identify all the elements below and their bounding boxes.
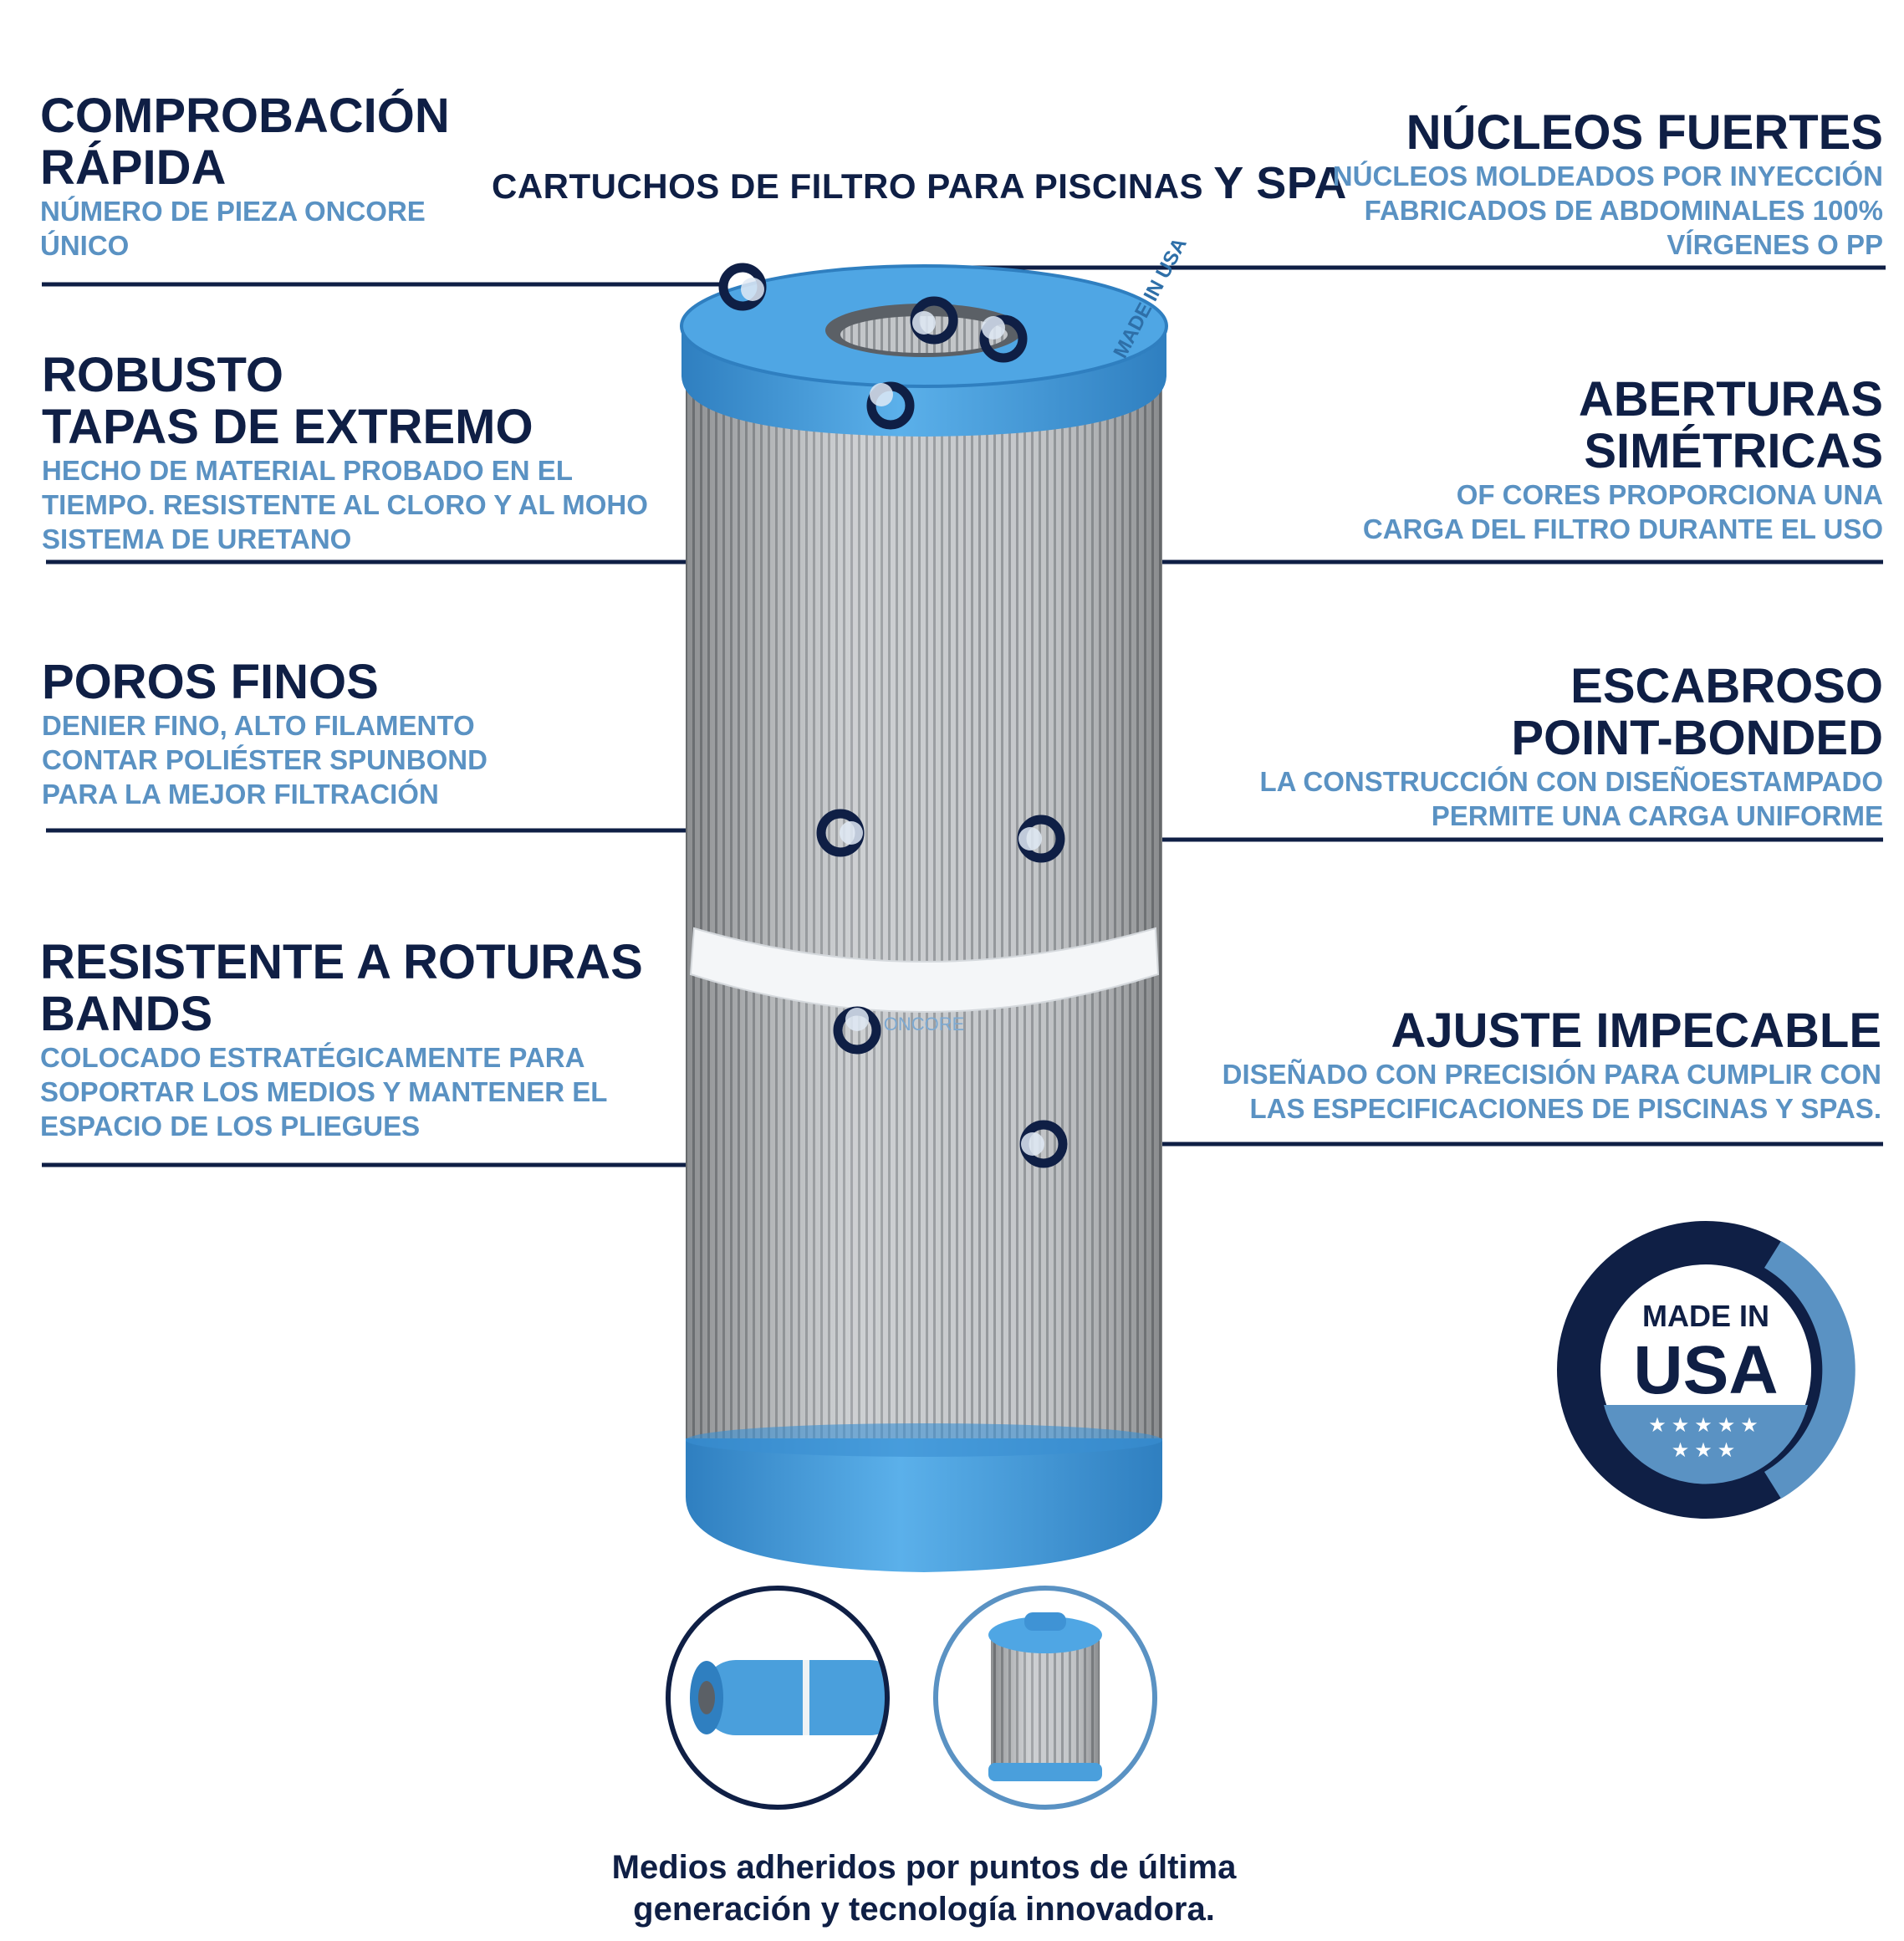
- page-title: CARTUCHOS DE FILTRO PARA PISCINAS Y SPA: [492, 157, 1347, 209]
- feature-body: PARA LA MEJOR FILTRACIÓN: [42, 779, 439, 810]
- feature-body: CONTAR POLIÉSTER SPUNBOND: [42, 744, 487, 775]
- made-in-usa-badge: MADE IN USA ★★★★★ ★★★: [1557, 1221, 1856, 1519]
- feature-body: DENIER FINO, ALTO FILAMENTO: [42, 710, 475, 741]
- badge-stars-row2: ★★★: [1672, 1438, 1741, 1462]
- feature-body: CARGA DEL FILTRO DURANTE EL USO: [1362, 513, 1883, 544]
- page-title-accent: Y SPA: [1213, 158, 1347, 208]
- feature-heading: RESISTENTE A ROTURAS: [40, 935, 643, 989]
- feature-markers: [718, 263, 1068, 1168]
- feature-fit: AJUSTE IMPECABLE DISEÑADO CON PRECISIÓN …: [1171, 1005, 1881, 1126]
- feature-heading: COMPROBACIÓN: [40, 89, 450, 143]
- feature-body: DISEÑADO CON PRECISIÓN PARA CUMPLIR CON: [1222, 1059, 1881, 1090]
- feature-body: FABRICADOS DE ABDOMINALES 100%: [1364, 195, 1883, 226]
- feature-body: COLOCADO ESTRATÉGICAMENTE PARA: [40, 1042, 585, 1073]
- feature-body: TIEMPO. RESISTENTE AL CLORO Y AL MOHO: [42, 489, 648, 520]
- feature-body: SOPORTAR LOS MEDIOS Y MANTENER EL: [40, 1076, 608, 1107]
- feature-heading: RÁPIDA: [40, 140, 227, 195]
- feature-heading: ESCABROSO: [1570, 659, 1883, 713]
- feature-body: ÚNICO: [40, 230, 130, 261]
- feature-heading: POROS FINOS: [42, 655, 379, 709]
- feature-body: VÍRGENES O PP: [1667, 229, 1883, 260]
- bottom-caption: Medios adheridos por puntos de última ge…: [506, 1847, 1342, 1930]
- feature-heading: ABERTURAS: [1578, 372, 1883, 427]
- feature-heading: BANDS: [40, 987, 213, 1041]
- marker-fine-pores: [816, 809, 865, 857]
- feature-body: PERMITE UNA CARGA UNIFORME: [1431, 800, 1883, 831]
- feature-body: ESPACIO DE LOS PLIEGUES: [40, 1111, 421, 1142]
- feature-body: LA CONSTRUCCIÓN CON DISEÑOESTAMPADO: [1259, 766, 1883, 797]
- feature-body: HECHO DE MATERIAL PROBADO EN EL: [42, 455, 573, 486]
- marker-fit: [1019, 1120, 1068, 1168]
- feature-body: LAS ESPECIFICACIONES DE PISCINAS Y SPAS.: [1249, 1093, 1881, 1124]
- marker-openings: [979, 314, 1028, 363]
- feature-heading: SIMÉTRICAS: [1584, 424, 1883, 478]
- feature-heading: POINT-BONDED: [1511, 711, 1883, 765]
- feature-body: SISTEMA DE URETANO: [42, 524, 352, 554]
- feature-fine-pores: POROS FINOS DENIER FINO, ALTO FILAMENTO …: [42, 656, 677, 811]
- marker-end-caps: [866, 381, 915, 430]
- feature-heading: ROBUSTO: [42, 348, 283, 402]
- page-title-main: CARTUCHOS DE FILTRO PARA PISCINAS: [492, 166, 1204, 206]
- badge-stars-row1: ★★★★★: [1648, 1413, 1764, 1437]
- band-brand-text: ONCORE: [884, 1014, 965, 1034]
- feature-heading: AJUSTE IMPECABLE: [1391, 1004, 1881, 1058]
- feature-strong-cores: NÚCLEOS FUERTES NÚCLEOS MOLDEADOS POR IN…: [1238, 107, 1883, 262]
- caption-line: Medios adheridos por puntos de última: [611, 1849, 1237, 1886]
- marker-bands: [833, 1006, 881, 1055]
- feature-bands: RESISTENTE A ROTURAS BANDS COLOCADO ESTR…: [40, 937, 676, 1143]
- feature-body: NÚCLEOS MOLDEADOS POR INYECCIÓN: [1332, 161, 1883, 192]
- feature-heading: NÚCLEOS FUERTES: [1406, 105, 1883, 160]
- feature-heading: TAPAS DE EXTREMO: [42, 400, 533, 454]
- thumbnail-horizontal-cartridge: [666, 1586, 890, 1810]
- caption-line: generación y tecnología innovadora.: [633, 1891, 1215, 1928]
- badge-made-in-text: MADE IN: [1642, 1299, 1769, 1333]
- marker-quick-check: [718, 263, 767, 311]
- feature-body: NÚMERO DE PIEZA ONCORE: [40, 196, 426, 227]
- feature-end-caps: ROBUSTO TAPAS DE EXTREMO HECHO DE MATERI…: [42, 350, 677, 556]
- filter-cartridge-image: MADE IN USA ONCORE: [680, 234, 1192, 1572]
- feature-quick-check: COMPROBACIÓN RÁPIDA NÚMERO DE PIEZA ONCO…: [40, 90, 584, 263]
- feature-openings: ABERTURAS SIMÉTRICAS OF CORES PROPORCION…: [1238, 374, 1883, 546]
- marker-strong-cores: [910, 296, 958, 345]
- feature-body: OF CORES PROPORCIONA UNA: [1456, 479, 1883, 510]
- feature-point-bonded: ESCABROSO POINT-BONDED LA CONSTRUCCIÓN C…: [1238, 661, 1883, 833]
- thumbnail-spa-cartridge: [933, 1586, 1157, 1810]
- badge-usa-text: USA: [1633, 1332, 1778, 1408]
- marker-point-bonded: [1017, 815, 1065, 863]
